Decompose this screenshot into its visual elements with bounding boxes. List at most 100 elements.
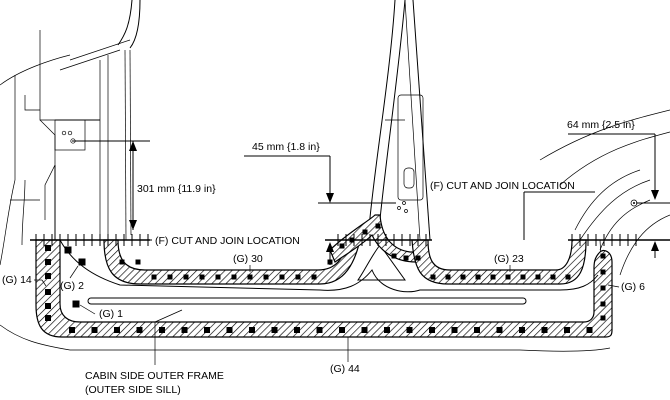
callout-g2: (G) 2 bbox=[60, 265, 84, 292]
weld-spot bbox=[550, 274, 556, 280]
weld-spot bbox=[519, 327, 525, 333]
weld-spot bbox=[45, 289, 51, 295]
part-name-line2: (OUTER SIDE SILL) bbox=[85, 384, 181, 396]
weld-spot bbox=[45, 259, 51, 265]
sill-slot bbox=[87, 297, 527, 305]
callout-g6: (G) 6 bbox=[607, 281, 645, 293]
dim-mid-label: 45 mm {1.8 in} bbox=[252, 141, 320, 153]
inner-sill-outline bbox=[59, 239, 599, 293]
body-structure bbox=[0, 0, 670, 352]
weld-spot bbox=[226, 327, 233, 333]
g2-spot-a bbox=[64, 246, 72, 254]
cut-line-rear bbox=[30, 234, 150, 246]
weld-spot bbox=[600, 315, 606, 321]
weld-spot bbox=[271, 327, 278, 333]
weld-spot bbox=[339, 243, 345, 249]
callout-g1: (G) 1 bbox=[79, 304, 123, 320]
weld-spot bbox=[45, 245, 51, 251]
g1-spot bbox=[72, 300, 80, 308]
part-name-line1: CABIN SIDE OUTER FRAME bbox=[85, 370, 224, 382]
weld-spot bbox=[159, 327, 165, 333]
weld-spot bbox=[391, 253, 397, 259]
weld-spot bbox=[119, 259, 125, 265]
weld-spot bbox=[541, 327, 548, 333]
weld-spot bbox=[167, 274, 173, 280]
callout-g14: (G) 14 bbox=[2, 274, 47, 287]
weld-spot bbox=[600, 301, 606, 307]
weld-spots bbox=[45, 223, 606, 333]
weld-spot bbox=[339, 327, 345, 333]
weld-spot bbox=[496, 327, 503, 333]
weld-spot bbox=[451, 327, 458, 333]
weld-spot bbox=[247, 274, 253, 280]
weld-spot bbox=[294, 327, 300, 333]
weld-spot bbox=[183, 274, 189, 280]
dimension-45mm: 45 mm {1.8 in} bbox=[244, 141, 396, 265]
weld-spot bbox=[151, 274, 157, 280]
weld-spot bbox=[215, 274, 221, 280]
weld-spot bbox=[520, 274, 526, 280]
weld-spot bbox=[600, 285, 606, 291]
g30-label: (G) 30 bbox=[233, 253, 263, 265]
dim-rear-label: 301 mm {11.9 in} bbox=[137, 183, 216, 195]
callout-cabin-side-frame: CABIN SIDE OUTER FRAME (OUTER SIDE SILL) bbox=[85, 309, 224, 396]
weld-spot bbox=[231, 274, 237, 280]
weld-spot bbox=[460, 274, 466, 280]
weld-spot bbox=[361, 327, 368, 333]
weld-spot bbox=[490, 274, 496, 280]
cut-callout-rear: (F) CUT AND JOIN LOCATION bbox=[135, 235, 300, 247]
weld-spot bbox=[600, 253, 606, 259]
g44-label: (G) 44 bbox=[330, 363, 360, 375]
weld-spot bbox=[415, 255, 421, 261]
weld-spot bbox=[199, 274, 205, 280]
dim-front-label: 64 mm {2.5 in} bbox=[567, 119, 635, 131]
weld-spot bbox=[295, 274, 301, 280]
g6-label: (G) 6 bbox=[621, 281, 645, 293]
weld-spot bbox=[505, 274, 511, 280]
weld-spot bbox=[45, 315, 51, 321]
cut-line-front bbox=[568, 234, 670, 246]
weld-spot bbox=[135, 259, 141, 265]
weld-spot bbox=[475, 274, 481, 280]
cut-line-mid bbox=[325, 234, 432, 246]
weld-spot bbox=[181, 327, 188, 333]
g2-spot-b bbox=[78, 258, 86, 266]
weld-spot bbox=[45, 303, 51, 309]
weld-spot bbox=[279, 274, 285, 280]
weld-spot bbox=[600, 269, 606, 275]
weld-spot bbox=[136, 327, 143, 333]
weld-spot bbox=[430, 274, 436, 280]
dimension-301mm: 301 mm {11.9 in} bbox=[72, 140, 216, 230]
g1-label: (G) 1 bbox=[99, 308, 123, 320]
g14-label: (G) 14 bbox=[2, 274, 32, 286]
weld-spot bbox=[474, 327, 480, 333]
weld-spot bbox=[249, 327, 255, 333]
g2-label: (G) 2 bbox=[60, 280, 84, 292]
callout-g30: (G) 30 bbox=[233, 253, 263, 272]
callout-g44: (G) 44 bbox=[330, 337, 360, 375]
weld-spot bbox=[263, 274, 269, 280]
weld-spot bbox=[114, 327, 120, 333]
weld-spot bbox=[362, 229, 368, 235]
weld-spot bbox=[586, 327, 593, 333]
weld-spot bbox=[429, 327, 435, 333]
weld-spot bbox=[384, 327, 390, 333]
callout-g23: (G) 23 bbox=[494, 253, 524, 272]
weld-spot bbox=[91, 327, 98, 333]
weld-spot bbox=[445, 274, 451, 280]
cut-callout-front: (F) CUT AND JOIN LOCATION bbox=[430, 180, 595, 240]
weld-spot bbox=[375, 223, 381, 229]
g23-label: (G) 23 bbox=[494, 253, 524, 265]
dimension-64mm: 64 mm {2.5 in} bbox=[567, 119, 670, 258]
weld-spot bbox=[45, 273, 51, 279]
weld-spot bbox=[535, 274, 541, 280]
weld-spot bbox=[311, 274, 317, 280]
weld-spot bbox=[204, 327, 210, 333]
weld-spot bbox=[406, 327, 413, 333]
weld-spot bbox=[69, 327, 75, 333]
weld-spot bbox=[403, 255, 409, 261]
cut-rear-label: (F) CUT AND JOIN LOCATION bbox=[155, 235, 300, 247]
cut-front-label: (F) CUT AND JOIN LOCATION bbox=[430, 180, 575, 192]
